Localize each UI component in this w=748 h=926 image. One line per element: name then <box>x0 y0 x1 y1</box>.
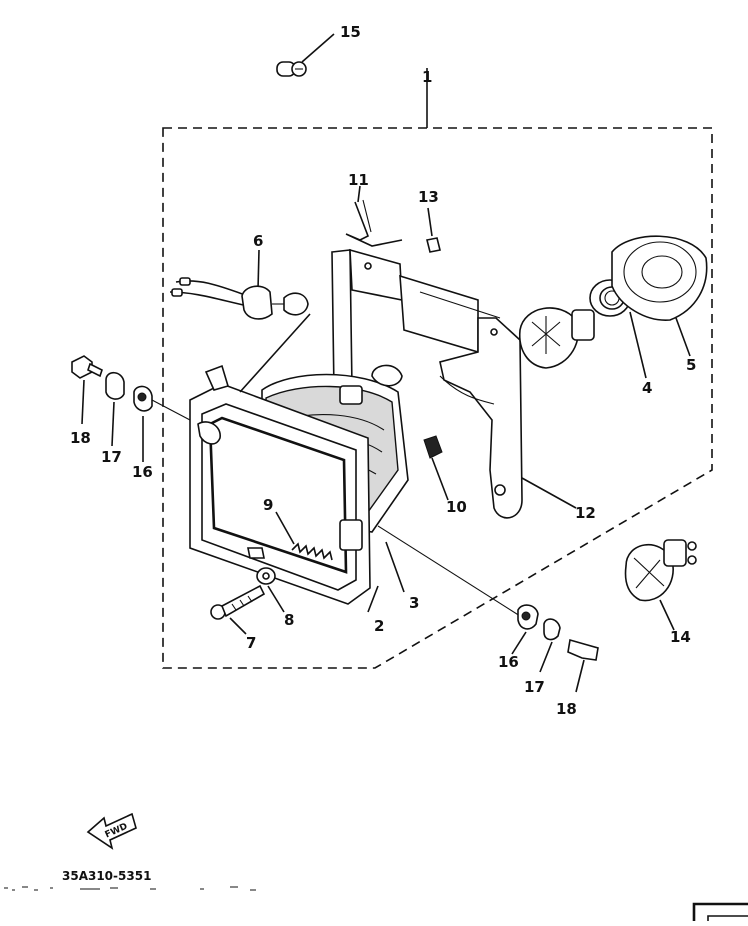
callout-7: 7 <box>246 634 256 652</box>
callout-16-right: 16 <box>498 653 519 671</box>
part-13-bulb <box>426 207 441 253</box>
callout-16-left: 16 <box>132 463 153 481</box>
callout-4: 4 <box>642 379 652 397</box>
part-6-socket <box>169 249 309 320</box>
callout-13: 13 <box>418 188 439 206</box>
part-11-clip <box>345 199 403 247</box>
callout-6: 6 <box>253 232 263 250</box>
callout-15: 15 <box>340 23 361 41</box>
part-14-bulb <box>624 539 697 631</box>
parts-16-17-18-right <box>377 525 599 693</box>
part-15-bulb <box>276 33 335 77</box>
callout-labels: 15 1 11 13 6 5 4 18 17 16 10 9 12 3 8 2 … <box>70 23 696 718</box>
fwd-arrow-icon: FWD <box>86 812 137 850</box>
leader-lines <box>229 185 577 635</box>
page-frame-corner <box>692 902 748 921</box>
callout-8: 8 <box>284 611 294 629</box>
callout-11: 11 <box>348 171 369 189</box>
part-12-bracket <box>331 248 523 519</box>
part-9-spring <box>275 511 333 561</box>
callout-9: 9 <box>263 496 273 514</box>
part-5-cover <box>611 235 708 357</box>
callout-5: 5 <box>686 356 696 374</box>
callout-14: 14 <box>670 628 691 646</box>
part-2-rim <box>189 364 371 605</box>
callout-1: 1 <box>422 68 432 86</box>
assembly-boundary <box>162 68 713 669</box>
part-8-washer <box>256 567 276 585</box>
callout-17-right: 17 <box>524 678 545 696</box>
parts-18-17-16-left <box>71 355 191 462</box>
callout-10: 10 <box>446 498 467 516</box>
callout-18-left: 18 <box>70 429 91 447</box>
callout-17-left: 17 <box>101 448 122 466</box>
callout-12: 12 <box>575 504 596 522</box>
part-code: 35A310-5351 <box>62 869 151 883</box>
scan-noise <box>4 886 256 891</box>
part-7-screw <box>210 584 266 620</box>
callout-2: 2 <box>374 617 384 635</box>
part-10-nut <box>423 435 443 459</box>
part-4-bulb <box>519 279 647 379</box>
callout-3: 3 <box>409 594 419 612</box>
callout-18-right: 18 <box>556 700 577 718</box>
